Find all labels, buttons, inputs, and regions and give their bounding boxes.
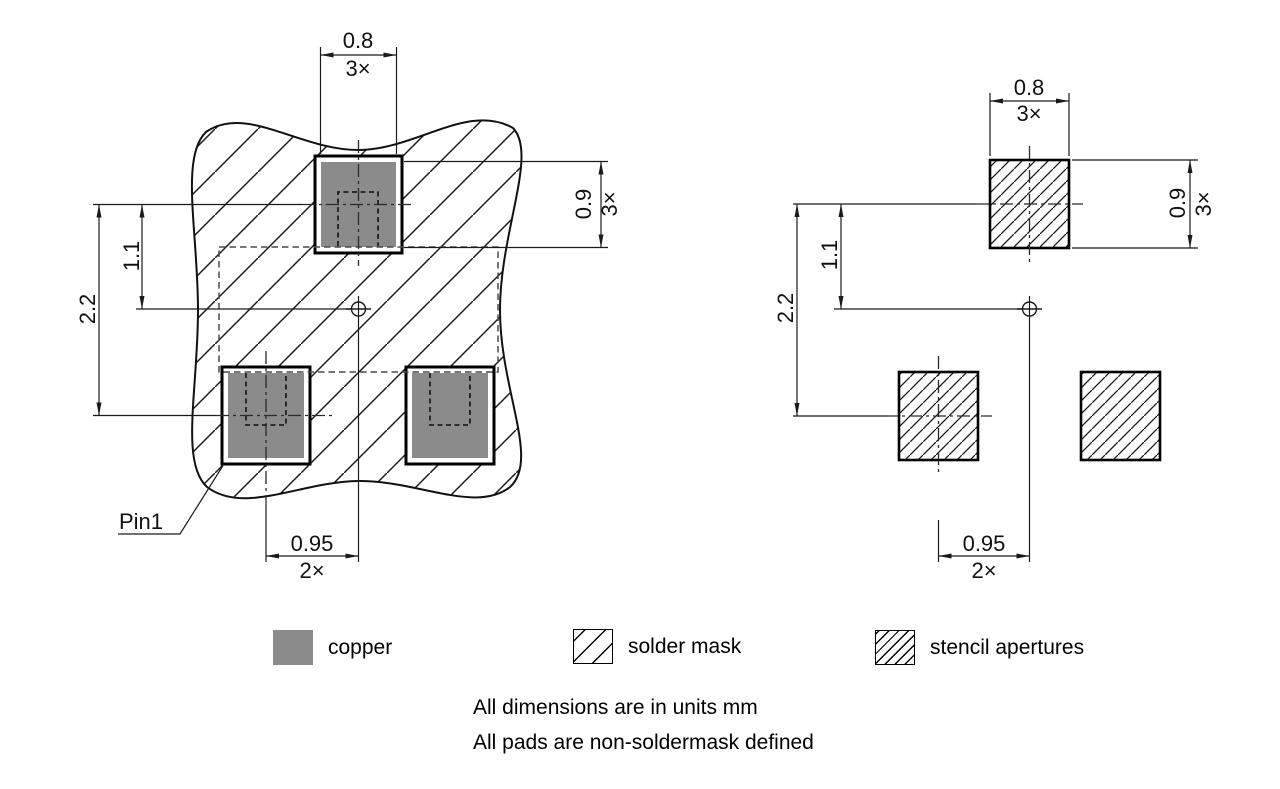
origin-center-mark <box>346 301 371 317</box>
solder-mask-swatch-label: solder mask <box>628 634 742 658</box>
solder-mask-swatch <box>573 629 613 664</box>
origin-center-mark <box>1017 301 1042 317</box>
stencil-aperture-bottom-right <box>1079 370 1162 462</box>
extension-line <box>989 93 1070 156</box>
dim-horizontal-pitch-count: 2× <box>299 558 324 583</box>
dim-pad-width-value: 0.8 <box>343 28 374 53</box>
dim-vertical-pitch-value: 2.2 <box>75 294 100 325</box>
copper-pad-bottom-right <box>404 365 496 466</box>
dim-aperture-width-value: 0.8 <box>1014 75 1045 100</box>
dim-pad-height-value: 0.9 <box>571 189 596 220</box>
legend-item-solder-mask: solder mask <box>573 628 741 665</box>
land-pattern-figure: 0.8 3× 0.9 3× 1.1 2.2 0.95 2× Pin1 <box>75 28 622 583</box>
dim-horizontal-pitch-value: 0.95 <box>963 531 1006 556</box>
dim-pad-height-count: 3× <box>597 191 622 216</box>
legend-item-stencil-apertures: stencil apertures <box>875 629 1084 666</box>
dim-vertical-pitch-value: 2.2 <box>773 293 798 324</box>
dim-aperture-width-count: 3× <box>1016 101 1041 126</box>
stencil-apertures-swatch-label: stencil apertures <box>930 635 1085 659</box>
extension-line <box>404 160 608 249</box>
dim-horizontal-pitch-value: 0.95 <box>291 531 334 556</box>
dim-half-pitch-value: 1.1 <box>817 240 842 271</box>
pin1-label: Pin1 <box>119 509 163 534</box>
extension-line <box>319 47 398 154</box>
copper-bottom-right <box>412 373 488 458</box>
stencil-apertures-swatch <box>875 630 915 665</box>
note-pads: All pads are non-soldermask defined <box>473 731 814 754</box>
extension-line <box>1072 159 1198 249</box>
legend-item-copper: copper <box>273 629 392 666</box>
pin1-leader-line <box>118 463 225 535</box>
dim-aperture-height-value: 0.9 <box>1165 188 1190 219</box>
dim-pad-width-count: 3× <box>345 56 370 81</box>
note-units: All dimensions are in units mm <box>473 696 758 719</box>
dim-aperture-height-count: 3× <box>1191 191 1216 216</box>
dim-horizontal-pitch-count: 2× <box>971 558 996 583</box>
component-terminal-top <box>337 191 379 246</box>
component-terminal-bottom-right <box>429 373 471 426</box>
copper-swatch-label: copper <box>328 635 393 659</box>
stencil-figure: 0.8 3× 0.9 3× 1.1 2.2 0.95 2× <box>773 75 1216 583</box>
dim-half-pitch-value: 1.1 <box>119 241 144 272</box>
copper-swatch <box>273 630 313 665</box>
